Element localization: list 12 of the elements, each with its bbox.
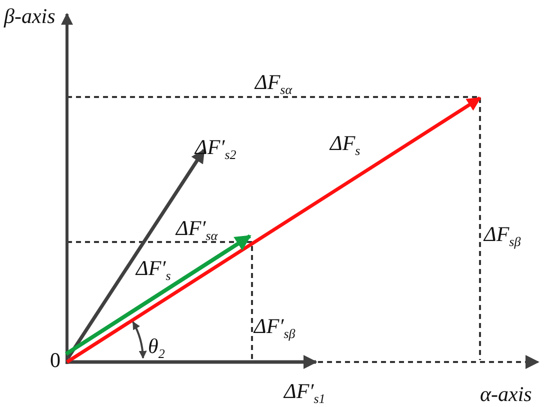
angle-label: θ$_{2}$: [148, 336, 165, 360]
vector-label: ΔF′$_{s}$: [136, 258, 171, 282]
origin-label: 0: [50, 350, 60, 371]
vector-label: ΔF$_{s}$: [330, 133, 360, 157]
vector-label: ΔF′$_{s2}$: [195, 137, 236, 161]
vector-label: ΔF′$_{s1}$: [284, 381, 326, 405]
vector-label: ΔF′$_{sβ}$: [254, 316, 296, 340]
axis-label: β-axis: [4, 6, 56, 27]
vector-label: ΔF′$_{sα}$: [176, 218, 218, 242]
vector-label: ΔF$_{sβ}$: [484, 224, 521, 248]
axis-label: α-axis: [480, 384, 532, 405]
vector-label: ΔF$_{sα}$: [255, 72, 292, 96]
